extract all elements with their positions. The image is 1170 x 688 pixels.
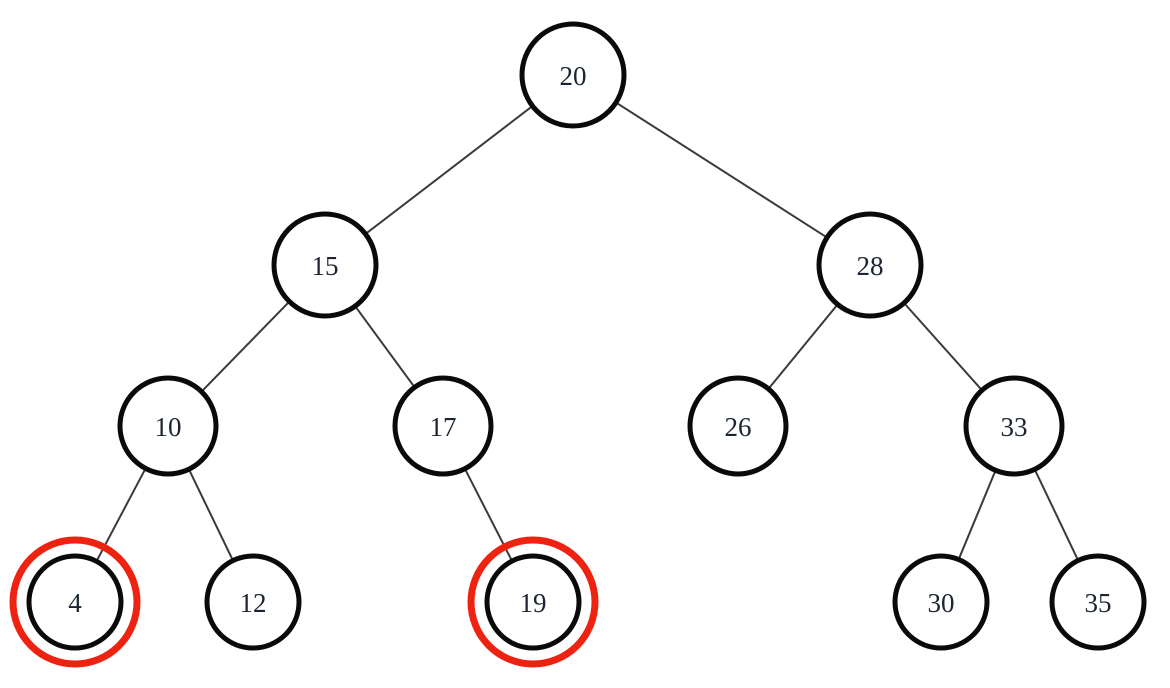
node-circle-35 xyxy=(1049,553,1147,651)
highlight-ring-4 xyxy=(9,536,141,668)
tree-node-28[interactable]: 28 xyxy=(816,211,924,319)
node-label-17: 17 xyxy=(430,412,457,442)
node-circle-19 xyxy=(484,553,582,651)
node-label-26: 26 xyxy=(725,412,752,442)
tree-edge-20-28 xyxy=(614,100,829,240)
node-circle-17 xyxy=(392,375,494,477)
node-label-28: 28 xyxy=(857,251,884,281)
tree-node-17[interactable]: 17 xyxy=(392,375,494,477)
tree-node-20[interactable]: 20 xyxy=(519,21,627,129)
node-label-35: 35 xyxy=(1085,588,1112,618)
node-circle-10 xyxy=(117,375,219,477)
tree-node-15[interactable]: 15 xyxy=(271,211,379,319)
node-label-4: 4 xyxy=(68,588,82,618)
nodes-layer: 20 15 28 10 17 26 33 4 12 19 30 35 xyxy=(26,21,1147,651)
edges-layer xyxy=(95,100,1080,564)
tree-node-19[interactable]: 19 xyxy=(484,553,582,651)
tree-edge-33-30 xyxy=(957,468,997,562)
tree-edge-15-10 xyxy=(199,299,292,394)
tree-node-33[interactable]: 33 xyxy=(963,375,1065,477)
tree-edge-15-17 xyxy=(353,304,417,390)
highlight-ring-19 xyxy=(467,536,599,668)
node-circle-4 xyxy=(26,553,124,651)
highlight-rings-layer xyxy=(9,536,599,668)
node-circle-28 xyxy=(816,211,924,319)
node-label-30: 30 xyxy=(928,588,955,618)
tree-node-30[interactable]: 30 xyxy=(892,553,990,651)
node-label-33: 33 xyxy=(1001,412,1028,442)
tree-node-4[interactable]: 4 xyxy=(26,553,124,651)
tree-node-12[interactable]: 12 xyxy=(204,553,302,651)
node-circle-20 xyxy=(519,21,627,129)
node-label-12: 12 xyxy=(240,588,267,618)
tree-edge-28-26 xyxy=(766,302,840,391)
node-circle-33 xyxy=(963,375,1065,477)
node-circle-15 xyxy=(271,211,379,319)
node-label-20: 20 xyxy=(560,61,587,91)
tree-node-10[interactable]: 10 xyxy=(117,375,219,477)
node-label-19: 19 xyxy=(520,588,547,618)
tree-node-26[interactable]: 26 xyxy=(687,375,789,477)
tree-node-35[interactable]: 35 xyxy=(1049,553,1147,651)
tree-edge-10-12 xyxy=(187,467,235,563)
node-label-15: 15 xyxy=(312,251,339,281)
tree-edge-20-15 xyxy=(363,104,535,236)
node-label-10: 10 xyxy=(155,412,182,442)
node-circle-30 xyxy=(892,553,990,651)
node-circle-12 xyxy=(204,553,302,651)
node-circle-26 xyxy=(687,375,789,477)
tree-edge-28-33 xyxy=(902,301,984,392)
tree-edge-33-35 xyxy=(1033,467,1080,563)
